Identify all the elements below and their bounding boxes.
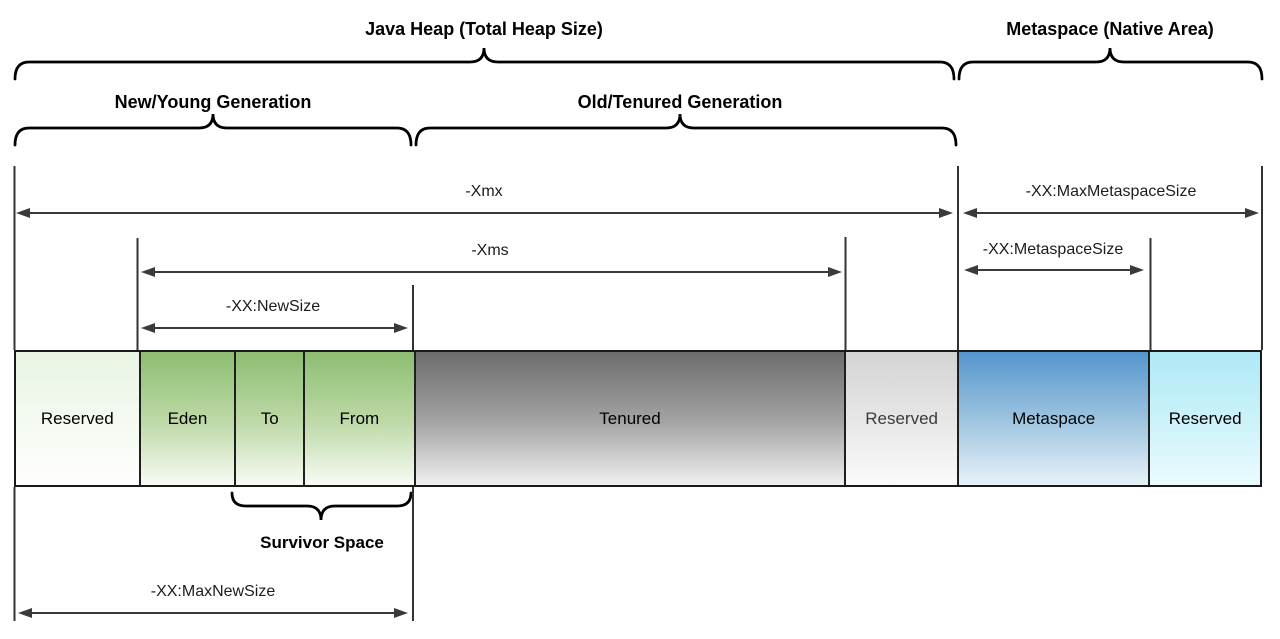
flag-arrows <box>16 208 1259 618</box>
segment-eden: Eden <box>138 352 235 485</box>
segment-tenured-label: Tenured <box>599 408 661 428</box>
xms-label: -Xms <box>471 242 509 259</box>
metaspace-size-label: -XX:MetaspaceSize <box>982 241 1124 258</box>
max-new-size-arrow <box>18 608 408 618</box>
new-size-arrow <box>141 323 408 333</box>
segment-tenured: Tenured <box>413 352 845 485</box>
old-gen-title: Old/Tenured Generation <box>577 92 783 112</box>
memory-bar: Reserved Eden To From Tenured Reserved M… <box>14 350 1262 487</box>
xmx-arrow <box>16 208 953 218</box>
segment-reserved-meta: Reserved <box>1148 352 1260 485</box>
segment-metaspace-label: Metaspace <box>1012 408 1096 428</box>
max-new-size-label: -XX:MaxNewSize <box>150 583 276 600</box>
metaspace-area-title: Metaspace (Native Area) <box>1006 19 1214 39</box>
metaspace-brace <box>957 47 1264 81</box>
young-gen-brace <box>13 113 413 147</box>
segment-reserved-old: Reserved <box>844 352 957 485</box>
metaspace-size-arrow <box>964 265 1144 275</box>
java-heap-brace <box>13 47 956 81</box>
java-heap-title: Java Heap (Total Heap Size) <box>365 19 603 39</box>
segment-from-label: From <box>339 408 380 428</box>
xms-arrow <box>141 267 842 277</box>
segment-reserved-meta-label: Reserved <box>1168 408 1242 428</box>
max-metaspace-size-arrow <box>963 208 1259 218</box>
segment-reserved-heap-label: Reserved <box>40 408 114 428</box>
segment-reserved-heap: Reserved <box>16 352 139 485</box>
segment-reserved-old-label: Reserved <box>865 408 939 428</box>
survivor-space-title: Survivor Space <box>260 533 384 552</box>
segment-to: To <box>234 352 304 485</box>
segment-eden-label: Eden <box>167 408 208 428</box>
segment-metaspace: Metaspace <box>956 352 1149 485</box>
old-gen-brace <box>414 113 958 147</box>
xmx-label: -Xmx <box>465 183 503 200</box>
new-size-label: -XX:NewSize <box>225 298 321 315</box>
young-gen-title: New/Young Generation <box>114 92 312 112</box>
survivor-space-brace <box>230 491 413 521</box>
segment-from: From <box>303 352 414 485</box>
max-metaspace-size-label: -XX:MaxMetaspaceSize <box>1025 183 1197 200</box>
guide-lines <box>13 166 1263 621</box>
segment-to-label: To <box>260 408 279 428</box>
